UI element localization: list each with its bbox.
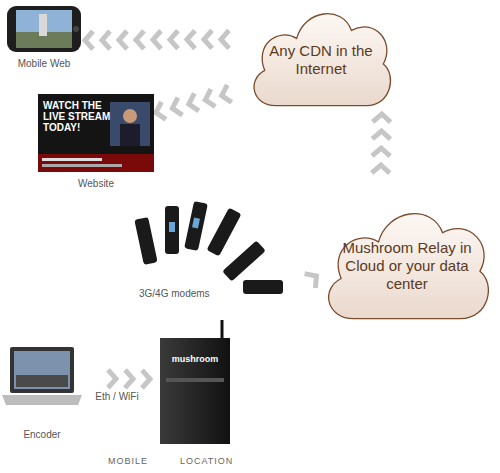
device-node: WATCH THE LIVE STREAM TODAY! Website xyxy=(38,94,154,190)
node-caption: 3G/4G modems xyxy=(139,288,210,300)
chevron xyxy=(156,102,166,119)
chevron-arrow xyxy=(305,274,317,288)
cloud-label: Any CDN in the Internet xyxy=(262,42,380,78)
chevron xyxy=(205,89,215,106)
node-caption: mushroom xyxy=(160,354,230,365)
chevron xyxy=(189,93,199,110)
device-node: mushroom xyxy=(152,318,238,448)
chevron xyxy=(102,31,110,49)
device-node: 3G/4G modems xyxy=(125,198,287,316)
chevron xyxy=(108,370,116,388)
node-caption: WATCH THE LIVE STREAM TODAY! xyxy=(43,100,111,133)
chevron-arrow xyxy=(372,114,391,173)
device-node: Encoder xyxy=(2,345,82,441)
device-node: Mobile Web xyxy=(5,4,83,70)
chevron xyxy=(372,165,390,173)
node-caption: Encoder xyxy=(23,429,60,441)
chevron xyxy=(372,131,390,139)
chevron-arrow xyxy=(156,85,232,119)
location-label: LOCATION xyxy=(180,456,233,466)
chevron xyxy=(136,31,144,49)
chevron xyxy=(142,370,150,388)
chevron xyxy=(222,85,232,102)
chevron xyxy=(221,30,229,48)
chevron xyxy=(125,370,133,388)
cloud-label: Mushroom Relay in Cloud or your data cen… xyxy=(342,239,472,293)
location-label: MOBILE xyxy=(108,456,148,466)
chevron xyxy=(187,31,195,49)
node-caption: Website xyxy=(78,178,114,190)
chevron xyxy=(372,148,390,156)
cloud-node: Any CDN in the Internet xyxy=(245,0,397,112)
chevron xyxy=(85,31,93,49)
cloud-node: Mushroom Relay in Cloud or your data cen… xyxy=(318,198,496,326)
chevron xyxy=(170,31,178,49)
edge-label: Eth / WiFi xyxy=(93,391,140,402)
node-caption: Mobile Web xyxy=(18,58,71,70)
box-illustration xyxy=(152,318,238,448)
chevron xyxy=(172,98,182,115)
chevron xyxy=(119,31,127,49)
chevron xyxy=(204,30,212,48)
laptop-illustration xyxy=(2,345,82,441)
chevron-arrow xyxy=(108,370,150,388)
chevron xyxy=(305,274,317,288)
chevron xyxy=(153,31,161,49)
chevron xyxy=(373,114,391,122)
chevron-arrow xyxy=(85,30,229,49)
